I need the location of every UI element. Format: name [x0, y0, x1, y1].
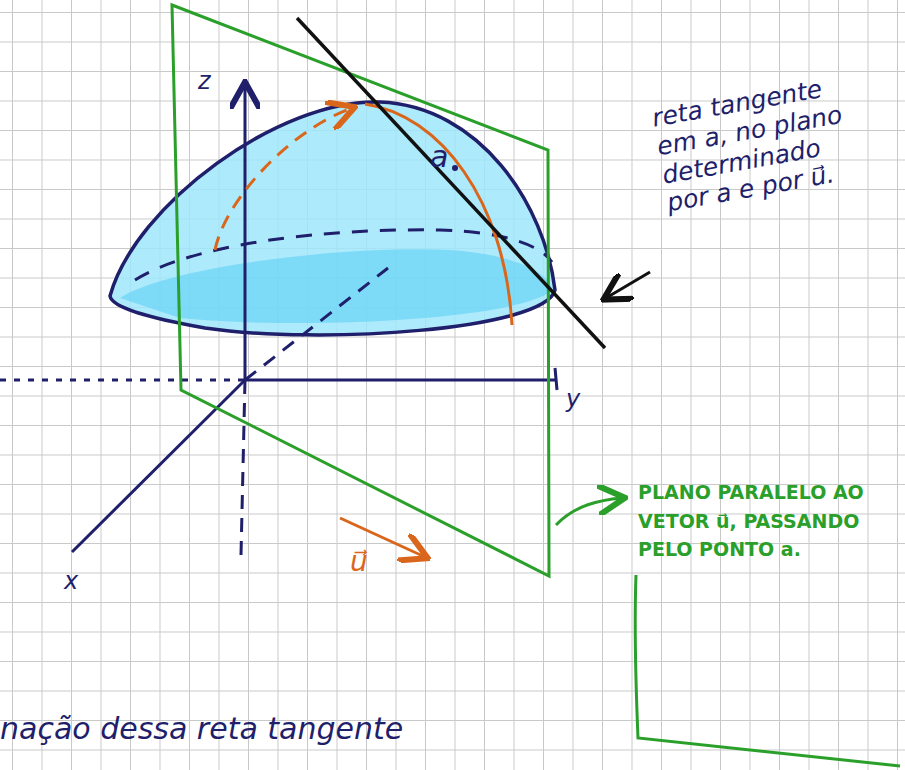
axis-label: y: [566, 386, 596, 414]
vector-label: u⃗: [350, 546, 390, 578]
note: PLANO PARALELO AO VETOR u⃗, PASSANDO PEL…: [638, 478, 900, 564]
y-axis: [245, 379, 555, 382]
axis-dashed: [0, 379, 245, 382]
tangent-line: [297, 18, 605, 348]
z-axis: [244, 85, 247, 380]
note: reta tangente em a, no plano determinado…: [650, 70, 867, 218]
note: nação dessa reta tangente: [0, 712, 560, 747]
axis-dashed: [241, 380, 245, 555]
section-curve: [365, 104, 512, 325]
axis-label: z: [198, 68, 228, 96]
bracket: [635, 575, 900, 766]
plane: [172, 5, 549, 576]
axis-label: x: [64, 568, 94, 596]
point-label: a: [430, 140, 460, 175]
x-axis: [72, 380, 245, 552]
